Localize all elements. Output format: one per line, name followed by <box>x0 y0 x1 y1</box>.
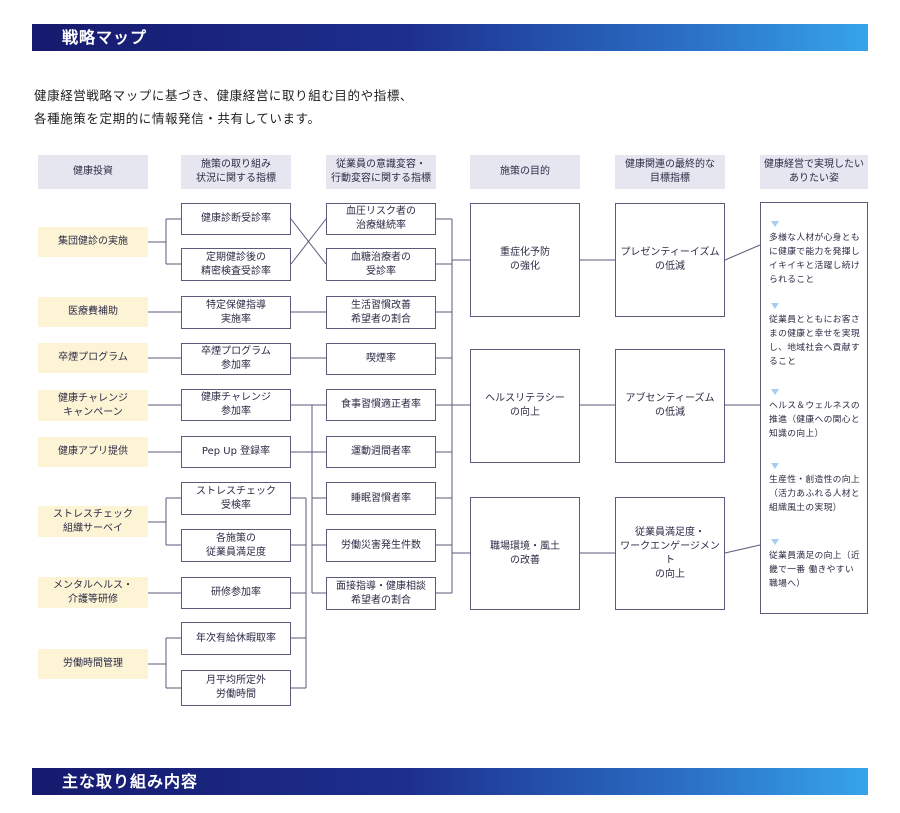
main-activities-title: 主な取り組み内容 <box>62 772 199 791</box>
behavior-consultation-requests: 面接指導・健康相談 希望者の割合 <box>326 577 436 610</box>
investment-mental-health-training: メンタルヘルス・ 介護等研修 <box>38 577 148 608</box>
ideal-state-item: 生産性・創造性の向上（活力あふれる人材と 組織風土の実現） <box>769 475 860 513</box>
ideal-state-box: 多様な人材が心身ともに健康で能力を発揮しイキイキと活躍し続けられること 従業員と… <box>760 202 868 614</box>
indicator-checkup-rate: 健康診断受診率 <box>181 203 291 235</box>
intro-line-1: 健康経営戦略マップに基づき、健康経営に取り組む目的や指標、 <box>34 88 414 103</box>
behavior-exercise-habits: 運動週間者率 <box>326 436 436 468</box>
purpose-workplace-environment: 職場環境・風土 の改善 <box>470 497 580 610</box>
investment-health-challenge: 健康チャレンジ キャンペーン <box>38 390 148 421</box>
indicator-paid-leave-rate: 年次有給休暇取率 <box>181 622 291 655</box>
purpose-health-literacy: ヘルスリテラシー の向上 <box>470 349 580 463</box>
behavior-glucose-visits: 血糖治療者の 受診率 <box>326 248 436 281</box>
indicator-employee-satisfaction: 各施策の 従業員満足度 <box>181 529 291 562</box>
indicator-quit-smoking-participation: 卒煙プログラム 参加率 <box>181 343 291 375</box>
indicator-overtime-hours: 月平均所定外 労働時間 <box>181 670 291 706</box>
final-absenteeism: アブセンティーズム の低減 <box>615 349 725 463</box>
indicator-detailed-exam-rate: 定期健診後の 精密検査受診率 <box>181 248 291 281</box>
intro-line-2: 各種施策を定期的に情報発信・共有しています。 <box>34 111 321 126</box>
investment-working-hours: 労働時間管理 <box>38 649 148 679</box>
ideal-state-item: 従業員満足の向上（近畿で一番 働きやすい職場へ） <box>769 551 860 589</box>
investment-health-app: 健康アプリ提供 <box>38 437 148 467</box>
strategy-map-banner: 戦略マップ <box>32 24 868 51</box>
behavior-lifestyle-improvement: 生活習慣改善 希望者の割合 <box>326 296 436 329</box>
header-ideal-state: 健康経営で実現したい ありたい姿 <box>760 155 868 189</box>
behavior-sleep-habits: 睡眠習慣者率 <box>326 482 436 515</box>
behavior-bp-treatment: 血圧リスク者の 治療継続率 <box>326 203 436 235</box>
ideal-state-item: 従業員とともにお客さまの健康と幸せを実現し、地域社会へ貢献すること <box>769 315 860 367</box>
indicator-training-participation: 研修参加率 <box>181 577 291 609</box>
header-final-indicators: 健康関連の最終的な 目標指標 <box>615 155 725 189</box>
indicator-health-guidance-rate: 特定保健指導 実施率 <box>181 296 291 329</box>
triangle-down-icon <box>771 539 779 545</box>
indicator-pepup-registration: Pep Up 登録率 <box>181 436 291 468</box>
main-activities-banner: 主な取り組み内容 <box>32 768 868 795</box>
header-initiative-indicators: 施策の取り組み 状況に関する指標 <box>181 155 291 189</box>
header-health-investment: 健康投資 <box>38 155 148 189</box>
ideal-state-item: 多様な人材が心身ともに健康で能力を発揮しイキイキと活躍し続けられること <box>769 233 860 285</box>
investment-stress-check: ストレスチェック 組織サーベイ <box>38 506 148 537</box>
investment-medical-subsidy: 医療費補助 <box>38 297 148 327</box>
header-purpose: 施策の目的 <box>470 155 580 189</box>
triangle-down-icon <box>771 221 779 227</box>
investment-group-checkup: 集団健診の実施 <box>38 227 148 257</box>
behavior-smoking-rate: 喫煙率 <box>326 343 436 375</box>
intro-text: 健康経営戦略マップに基づき、健康経営に取り組む目的や指標、 各種施策を定期的に情… <box>34 84 413 130</box>
triangle-down-icon <box>771 389 779 395</box>
ideal-state-item: ヘルス＆ウェルネスの推進（健康への関心と知識の向上） <box>769 401 860 439</box>
behavior-work-accidents: 労働災害発生件数 <box>326 529 436 562</box>
indicator-stress-check-rate: ストレスチェック 受検率 <box>181 482 291 515</box>
investment-quit-smoking: 卒煙プログラム <box>38 343 148 373</box>
final-engagement: 従業員満足度・ ワークエンゲージメント の向上 <box>615 497 725 610</box>
triangle-down-icon <box>771 303 779 309</box>
final-presenteeism: プレゼンティーイズム の低減 <box>615 203 725 317</box>
behavior-diet-habits: 食事習慣適正者率 <box>326 389 436 421</box>
strategy-map-title: 戦略マップ <box>62 28 148 47</box>
indicator-challenge-participation: 健康チャレンジ 参加率 <box>181 389 291 421</box>
header-behavior-indicators: 従業員の意識変容・ 行動変容に関する指標 <box>326 155 436 189</box>
purpose-prevention: 重症化予防 の強化 <box>470 203 580 317</box>
triangle-down-icon <box>771 463 779 469</box>
